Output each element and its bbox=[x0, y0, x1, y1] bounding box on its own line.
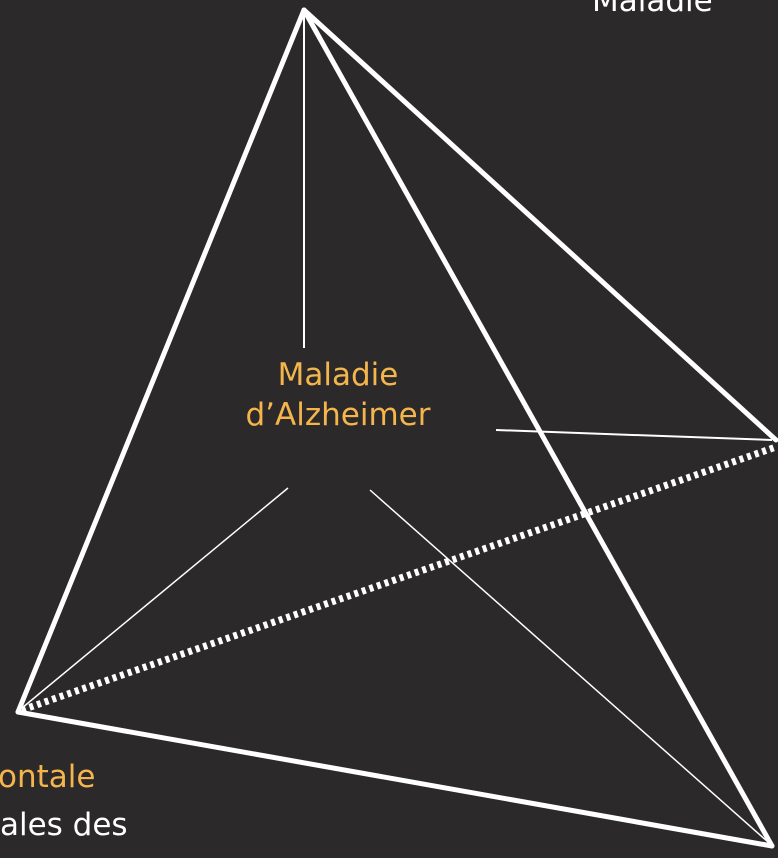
center-label-line2: d’Alzheimer bbox=[245, 397, 431, 433]
edge-left-bottom-right bbox=[15, 709, 775, 849]
center-label-line1: Maladie bbox=[277, 357, 399, 393]
edge-apex-bottom-right bbox=[301, 7, 775, 849]
edge-apex-left bbox=[15, 7, 307, 715]
edge-apex-right bbox=[301, 7, 778, 443]
center-label: Maladie d’Alzheimer bbox=[200, 355, 476, 435]
connector-bottom-right bbox=[369, 489, 769, 843]
bottom-left-label-title: ontale bbox=[0, 759, 96, 795]
top-right-label: Maladie bbox=[592, 0, 713, 19]
connector-right bbox=[495, 429, 773, 441]
connector-left bbox=[21, 487, 289, 709]
bottom-left-label-subtitle: ales des bbox=[0, 807, 128, 843]
edge-left-right-hidden bbox=[20, 443, 778, 714]
